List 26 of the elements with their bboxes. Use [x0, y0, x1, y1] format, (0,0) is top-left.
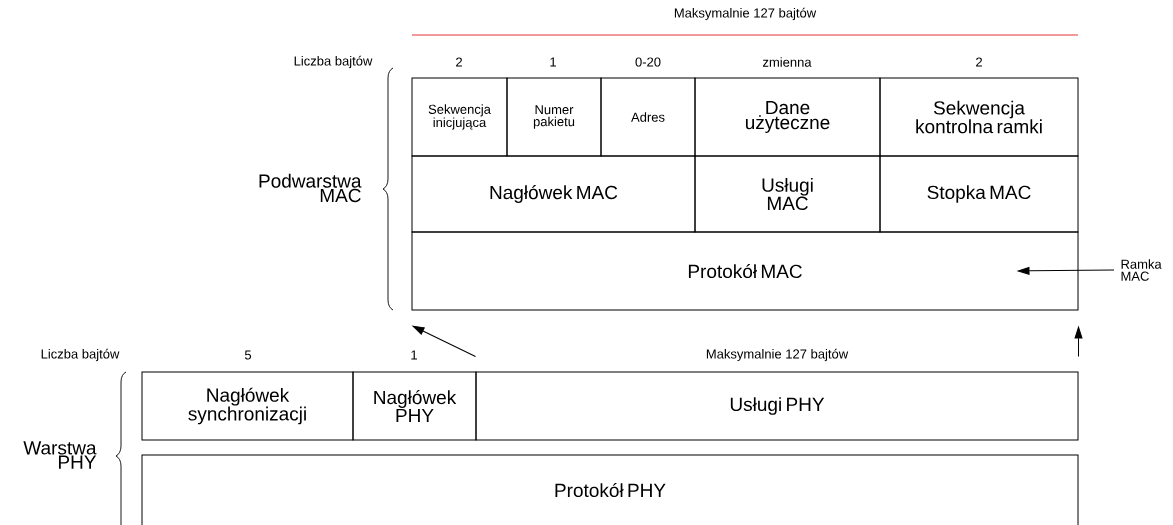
byte-count-label: Maksymalnie 127 bajtów: [706, 348, 849, 362]
field-box: Nagłówek PHY: [352, 371, 477, 441]
byte-count-label: Maksymalnie 127 bajtów: [674, 7, 817, 21]
field-box: Usługi PHY: [475, 371, 1079, 441]
byte-count-label: 5: [244, 350, 252, 360]
field-box: Sekwencja kontrolna ramki: [879, 77, 1079, 157]
field-box: Usługi MAC: [694, 155, 881, 233]
field-box: Stopka MAC: [879, 155, 1079, 233]
arrow: [412, 325, 476, 357]
byte-count-label: Liczba bajtów: [294, 55, 373, 69]
arrow: [1074, 326, 1083, 357]
byte-count-label: 1: [411, 350, 417, 360]
field-box: Dane użyteczne: [694, 77, 881, 157]
byte-count-label: 0-20: [635, 57, 661, 67]
field-box: Nagłówek MAC: [411, 155, 696, 233]
field-box: Adres: [600, 77, 696, 157]
field-box: Numer pakietu: [506, 77, 602, 157]
field-box: Nagłówek synchronizacji: [141, 371, 354, 441]
layer-label: Warstwa PHY: [23, 441, 97, 469]
byte-count-label: Liczba bajtów: [41, 348, 120, 362]
frame-label: Ramka MAC: [1121, 259, 1162, 281]
layer-label: Podwarstwa MAC: [259, 173, 362, 203]
field-box: Sekwencja inicjująca: [411, 77, 508, 157]
field-box: Protokół MAC: [411, 231, 1079, 311]
frame-box: Protokół PHY: [141, 454, 1079, 525]
arrow: [1017, 266, 1115, 275]
